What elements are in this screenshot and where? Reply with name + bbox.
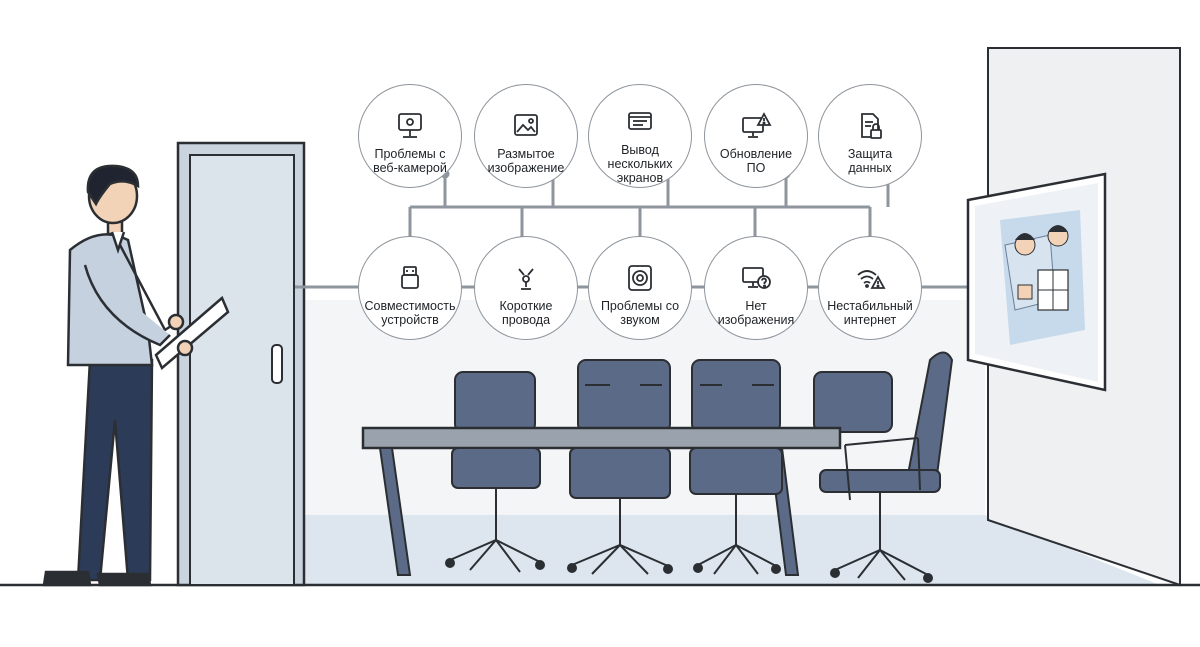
- hair: [86, 164, 140, 207]
- issue-label: Проблемы со звуком: [600, 299, 680, 327]
- door-handle: [271, 344, 283, 384]
- wifi-warning-icon: [853, 261, 887, 295]
- issue-label: Размытое изображение: [487, 147, 565, 175]
- cable-icon: [509, 261, 543, 295]
- monitor-warning-icon: [739, 109, 773, 143]
- issue-webcam: Проблемы с веб-камерой: [358, 84, 462, 188]
- image-icon: [509, 109, 543, 143]
- webcam-icon: [393, 109, 427, 143]
- issue-audio: Проблемы со звуком: [588, 236, 692, 340]
- issue-label: Обновление ПО: [719, 147, 793, 175]
- floor: [300, 515, 1160, 585]
- issue-label: Проблемы с веб-камерой: [373, 147, 447, 175]
- man-with-tablet: [42, 164, 230, 587]
- usb-icon: [393, 261, 427, 295]
- monitor-question-icon: [739, 261, 773, 295]
- issue-short-cables: Короткие провода: [474, 236, 578, 340]
- projection-screen: [966, 172, 1107, 392]
- issue-no-image: Нет изображения: [704, 236, 808, 340]
- issue-label: Защита данных: [847, 147, 893, 175]
- multi-screen-icon: [623, 105, 657, 139]
- issue-label: Совместимость устройств: [364, 299, 456, 327]
- shoe: [96, 572, 152, 587]
- issue-blurry-image: Размытое изображение: [474, 84, 578, 188]
- issue-device-compatibility: Совместимость устройств: [358, 236, 462, 340]
- chair-bases: [445, 447, 783, 575]
- file-lock-icon: [853, 109, 887, 143]
- shoe: [42, 570, 92, 587]
- conference-table: [361, 426, 842, 576]
- tablet: [154, 295, 230, 371]
- issue-multi-screen: Вывод нескольких экранов: [588, 84, 692, 188]
- side-chair: [819, 351, 954, 583]
- issue-label: Короткие провода: [499, 299, 553, 327]
- speaker-icon: [623, 261, 657, 295]
- issue-data-protection: Защита данных: [818, 84, 922, 188]
- door: [176, 141, 306, 587]
- issue-unstable-internet: Нестабильный интернет: [818, 236, 922, 340]
- issue-software-update: Обновление ПО: [704, 84, 808, 188]
- issue-label: Нестабильный интернет: [827, 299, 913, 327]
- issue-label: Вывод нескольких экранов: [607, 143, 673, 185]
- issue-label: Нет изображения: [717, 299, 795, 327]
